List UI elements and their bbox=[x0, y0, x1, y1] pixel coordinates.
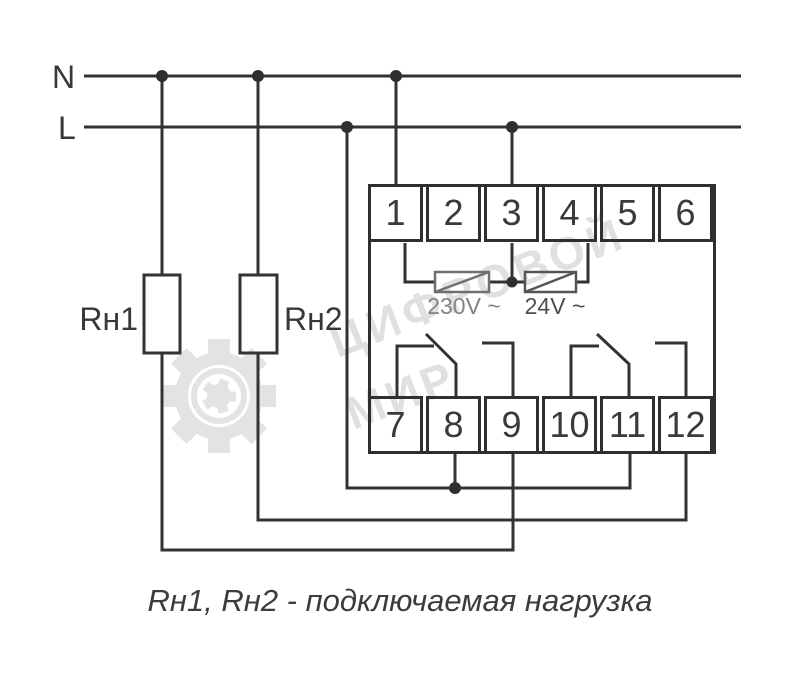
neutral-line-label: N bbox=[52, 59, 76, 95]
coil-230v-label: 230V ~ bbox=[427, 293, 501, 319]
contact-switch-1 bbox=[395, 332, 515, 396]
terminal-11: 11 bbox=[600, 396, 655, 454]
terminal-3: 3 bbox=[484, 184, 539, 242]
terminal-12-label: 12 bbox=[665, 404, 706, 445]
terminal-6-label: 6 bbox=[675, 192, 696, 233]
load2-label: Rн2 bbox=[284, 301, 343, 337]
terminal-7-label: 7 bbox=[385, 404, 406, 445]
load2-resistor bbox=[238, 273, 279, 355]
terminal-11-label: 11 bbox=[608, 404, 647, 445]
coil-24v-label: 24V ~ bbox=[524, 293, 586, 319]
terminal-1: 1 bbox=[368, 184, 423, 242]
coil-24v-symbol bbox=[523, 270, 578, 294]
terminal-9: 9 bbox=[484, 396, 539, 454]
terminal-2-label: 2 bbox=[443, 192, 464, 233]
load2-return-wire bbox=[256, 353, 688, 522]
terminal-3-label: 3 bbox=[501, 192, 522, 233]
caption: Rн1, Rн2 - подключаемая нагрузка bbox=[147, 583, 653, 618]
terminal-8: 8 bbox=[426, 396, 481, 454]
terminal-1-label: 1 bbox=[385, 192, 406, 233]
terminal-4-label: 4 bbox=[559, 192, 580, 233]
terminal-7: 7 bbox=[368, 396, 423, 454]
terminal-5-label: 5 bbox=[617, 192, 638, 233]
load1-label: Rн1 bbox=[79, 301, 138, 337]
contact-switch-2 bbox=[569, 332, 688, 396]
terminal-6: 6 bbox=[658, 184, 713, 242]
load1-resistor bbox=[142, 273, 182, 355]
terminal-5: 5 bbox=[600, 184, 655, 242]
terminal-10: 10 bbox=[542, 396, 597, 454]
terminal-10-label: 10 bbox=[549, 404, 590, 445]
coil-wire-terminal1 bbox=[403, 243, 435, 284]
terminal-2: 2 bbox=[426, 184, 481, 242]
phase-line-label: L bbox=[58, 110, 76, 146]
terminal-4: 4 bbox=[542, 184, 597, 242]
terminal-12: 12 bbox=[658, 396, 713, 454]
coil-wire-terminal4 bbox=[576, 243, 590, 284]
coil-230v-symbol bbox=[433, 270, 491, 294]
load1-return-wire bbox=[160, 353, 515, 552]
terminal-8-label: 8 bbox=[443, 404, 464, 445]
terminal-9-label: 9 bbox=[501, 404, 522, 445]
phase-common-bus bbox=[345, 127, 632, 490]
junction-dots bbox=[156, 70, 518, 494]
